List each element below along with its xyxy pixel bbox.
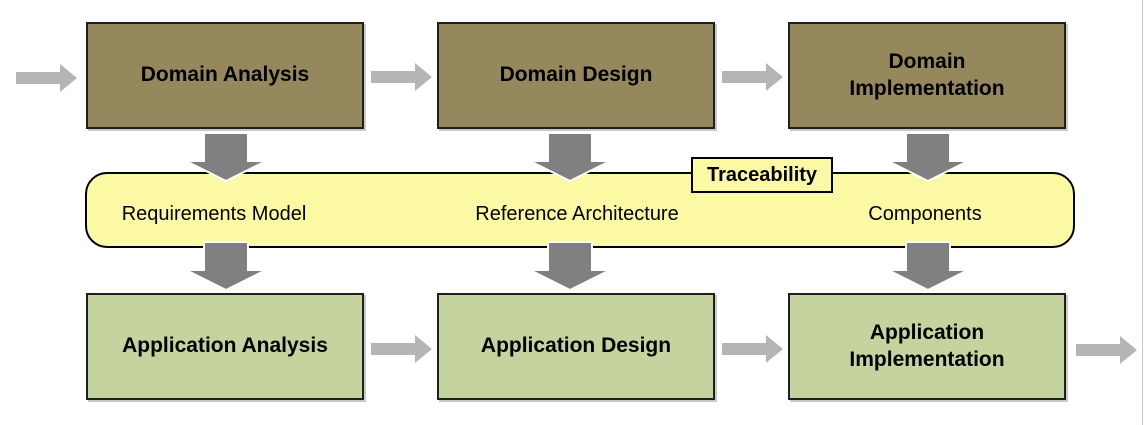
box-label-domain-analysis: Domain Analysis <box>140 63 310 87</box>
box-label-domain-design: Domain Design <box>499 63 653 87</box>
box-application-analysis: Application Analysis <box>86 293 364 400</box>
flow-arrow-application-analysis-to-design-icon <box>371 335 432 363</box>
box-label-application-analysis: Application Analysis <box>122 334 328 358</box>
map-arrow-domain-analysis-to-band-icon <box>185 132 267 182</box>
entry-flow-arrow-icon <box>16 64 77 92</box>
band-item-reference-architecture: Reference Architecture <box>475 203 679 225</box>
page-edge-line <box>1142 0 1143 425</box>
box-application-implementation: Application Implementation <box>788 293 1066 400</box>
traceability-tag: Traceability <box>691 157 833 193</box>
traceability-tag-label: Traceability <box>706 163 818 186</box>
traceability-band: Requirements Model Reference Architectur… <box>85 172 1075 248</box>
band-item-components: Components <box>868 203 982 225</box>
flow-arrow-application-design-to-implementation-icon <box>722 335 783 363</box>
map-arrow-band-to-application-analysis-icon <box>185 241 267 291</box>
box-label-domain-implementation: Domain Implementation <box>849 50 1005 100</box>
box-domain-implementation: Domain Implementation <box>788 22 1066 129</box>
box-label-application-implementation: Application Implementation <box>849 321 1005 371</box>
flow-arrow-domain-design-to-implementation-icon <box>722 63 783 91</box>
flow-arrow-domain-analysis-to-design-icon <box>371 63 432 91</box>
exit-flow-arrow-icon <box>1076 336 1137 364</box>
map-arrow-domain-design-to-band-icon <box>529 132 611 182</box>
map-arrow-domain-implementation-to-band-icon <box>887 132 969 182</box>
box-domain-analysis: Domain Analysis <box>86 22 364 129</box>
box-domain-design: Domain Design <box>437 22 715 129</box>
band-item-requirements-model: Requirements Model <box>121 203 307 225</box>
box-label-application-design: Application Design <box>480 334 672 358</box>
map-arrow-band-to-application-design-icon <box>529 241 611 291</box>
box-application-design: Application Design <box>437 293 715 400</box>
map-arrow-band-to-application-implementation-icon <box>887 241 969 291</box>
